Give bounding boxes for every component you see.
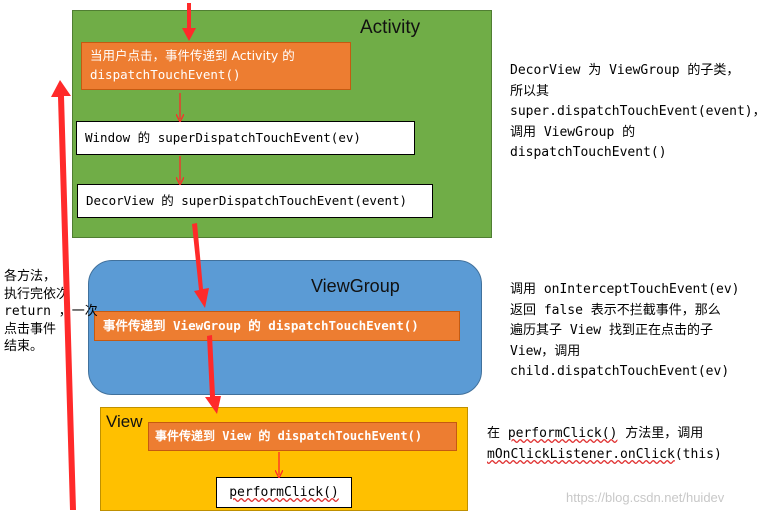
note-line: super.dispatchTouchEvent(event)，: [510, 104, 766, 119]
viewgroup-dispatch-step: 事件传递到 ViewGroup 的 dispatchTouchEvent(): [94, 311, 460, 341]
note-line: return ，一次: [4, 304, 98, 319]
note-line: 结束。: [4, 339, 44, 354]
intercept-note: 调用 onInterceptTouchEvent(ev) 返回 false 表示…: [510, 280, 760, 383]
decorview-note: DecorView 为 ViewGroup 的子类， 所以其 super.dis…: [510, 61, 766, 164]
activity-step-line1: 当用户点击，事件传递到 Activity 的: [90, 48, 295, 63]
note-line: 调用 ViewGroup 的: [510, 124, 636, 140]
return-arrow: [51, 80, 76, 510]
note-text: 在: [487, 426, 508, 441]
perform-click-label: performClick(): [229, 485, 339, 500]
activity-title: Activity: [360, 17, 421, 38]
note-line: DecorView 为 ViewGroup 的子类，: [510, 63, 740, 78]
note-line: mOnClickListener.onClick(this): [487, 444, 762, 465]
note-line: 各方法，: [4, 269, 57, 284]
viewgroup-title: ViewGroup: [311, 276, 400, 296]
activity-to-viewgroup-arrow: [192, 223, 209, 308]
window-dispatch-step: Window 的 superDispatchTouchEvent(ev): [76, 121, 415, 155]
note-line: View，调用: [510, 343, 581, 359]
note-line: 在 performClick() 方法里，调用: [487, 423, 762, 444]
note-line: 调用 onInterceptTouchEvent(ev): [510, 282, 740, 297]
view-dispatch-step: 事件传递到 View 的 dispatchTouchEvent(): [148, 422, 457, 451]
entry-arrow: [182, 3, 196, 41]
note-line: 返回 false 表示不拦截事件，那么: [510, 302, 721, 318]
note-line: 执行完依次: [4, 286, 70, 302]
note-line: child.dispatchTouchEvent(ev): [510, 364, 730, 379]
activity-step-line2: dispatchTouchEvent(): [90, 67, 241, 82]
note-listener: mOnClickListener.onClick: [487, 447, 675, 462]
note-line: dispatchTouchEvent(): [510, 145, 667, 160]
note-text: (this): [674, 447, 722, 462]
viewgroup-to-view-arrow: [205, 335, 221, 414]
perform-click-step: performClick(): [216, 477, 352, 508]
note-line: 遍历其子 View 找到正在点击的子: [510, 323, 713, 338]
activity-dispatch-step: 当用户点击，事件传递到 Activity 的 dispatchTouchEven…: [81, 42, 351, 90]
note-line: 点击事件: [4, 321, 57, 337]
decorview-dispatch-step: DecorView 的 superDispatchTouchEvent(even…: [77, 184, 433, 218]
return-note: 各方法， 执行完依次 return ，一次 点击事件 结束。: [4, 268, 104, 356]
perform-click-note: 在 performClick() 方法里，调用 mOnClickListener…: [487, 423, 762, 465]
note-method: performClick(): [507, 426, 618, 441]
view-title: View: [106, 412, 143, 431]
note-text: 方法里，调用: [617, 426, 704, 441]
note-line: 所以其: [510, 83, 550, 99]
watermark: https://blog.csdn.net/huidev: [566, 490, 725, 505]
